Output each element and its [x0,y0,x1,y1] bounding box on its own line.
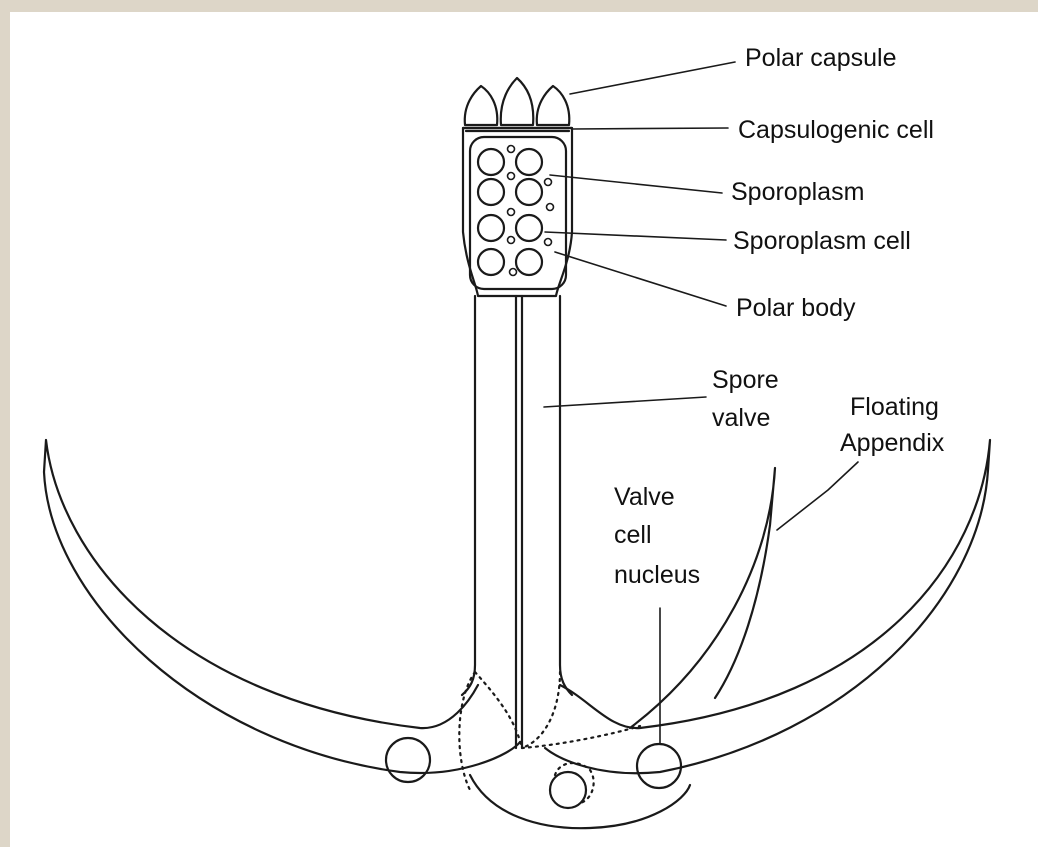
sporoplasm-cells [478,149,542,275]
label-valve-cell-nucleus-1: Valve [614,483,675,511]
label-floating-appendix-2: Appendix [840,429,945,457]
dotted-outline-right [522,672,640,748]
label-sporoplasm-cell: Sporoplasm cell [733,227,911,255]
base-lobe [470,775,690,828]
sporoplasm-region [470,137,566,289]
valve-nucleus-right [637,744,681,788]
polar-capsule-center [501,78,534,125]
polar-bodies [508,146,554,276]
label-polar-body: Polar body [736,294,856,322]
label-floating-appendix-1: Floating [850,393,939,421]
label-polar-capsule: Polar capsule [745,44,896,72]
label-valve-cell-nucleus-3: nucleus [614,561,700,589]
polar-capsule-left [465,86,498,125]
valve-nucleus-base [550,772,586,808]
valve-nucleus-left [386,738,430,782]
label-spore-valve-2: valve [712,404,770,432]
label-spore-valve-1: Spore [712,366,779,394]
capsulogenic-cell [463,128,572,131]
left-arm [44,440,520,773]
dotted-nucleus-outline [555,763,594,803]
spore-head [463,128,572,296]
label-capsulogenic-cell: Capsulogenic cell [738,116,934,144]
leader-lines [544,62,858,744]
right-arm [545,440,990,773]
dotted-outline-left [459,672,522,790]
label-valve-cell-nucleus-2: cell [614,521,652,549]
label-sporoplasm: Sporoplasm [731,178,864,206]
polar-capsule-right [537,86,570,125]
